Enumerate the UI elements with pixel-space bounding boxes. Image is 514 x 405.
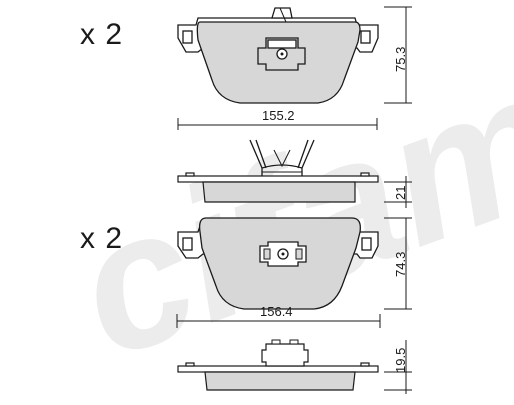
pad2-right-notch (361, 237, 372, 251)
pad2-side-backing (177, 365, 379, 373)
pad2-side-friction (204, 371, 356, 391)
pad2-side-view (177, 339, 379, 391)
pad1-spring-clip (249, 139, 315, 176)
pad2-side-clip (261, 343, 309, 367)
pad1-side-backing (177, 175, 379, 183)
pad2-left-notch (182, 237, 193, 251)
pad1-width-label: 155.2 (262, 108, 295, 123)
pad1-thickness-label: 21 (393, 185, 408, 200)
pad2-front-view (177, 217, 379, 310)
pad2-quantity-label: x 2 (80, 222, 124, 255)
pad1-left-notch (182, 30, 193, 44)
pad1-height-dimension (384, 6, 412, 104)
pad1-height-label: 75.3 (393, 46, 408, 72)
pad1-right-notch (360, 30, 371, 44)
pad2-thickness-label: 19.5 (393, 347, 408, 373)
pad1-side-friction (202, 181, 356, 203)
pad2-width-label: 156.4 (260, 304, 293, 319)
pad1-width-dimension (177, 118, 378, 130)
pad1-front-view (177, 7, 379, 104)
pad2-height-dimension (384, 217, 412, 310)
pad1-side-view (177, 139, 379, 203)
pad1-clip-slot (267, 39, 297, 49)
pad1-thickness-dimension (384, 176, 412, 208)
pad2-thickness-dimension (384, 340, 412, 394)
pad2-width-dimension (176, 314, 381, 328)
pad1-quantity-label: x 2 (80, 18, 124, 51)
pad2-height-label: 74.3 (393, 251, 408, 277)
